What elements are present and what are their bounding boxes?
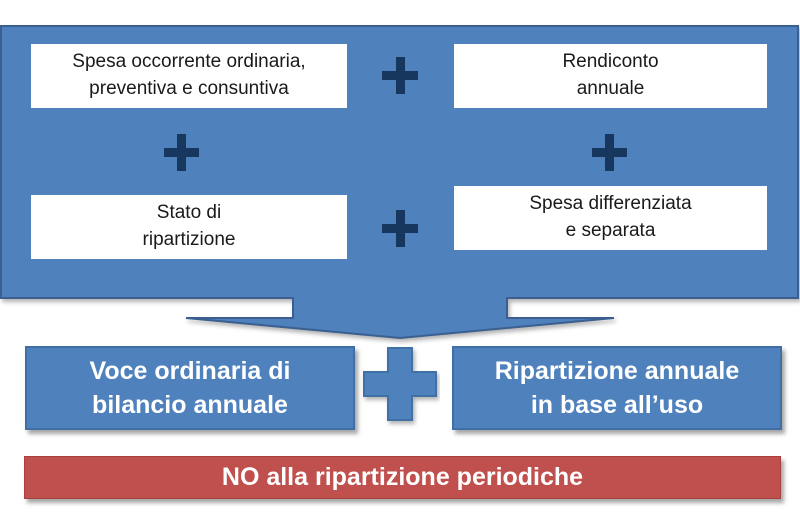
box-spesa-differenziata: Spesa differenziata e separata	[454, 186, 767, 250]
banner-no-ripartizione: NO alla ripartizione periodiche	[24, 456, 781, 499]
plus-icons-dark	[164, 57, 627, 247]
plus-icon	[363, 347, 437, 421]
box-voce-ordinaria: Voce ordinaria di bilancio annuale	[25, 346, 355, 430]
plus-icon	[164, 134, 199, 171]
plus-icon	[592, 134, 627, 171]
plus-icon	[382, 210, 418, 247]
box-rendiconto-annuale: Rendiconto annuale	[454, 44, 767, 108]
box-spesa-occorrente: Spesa occorrente ordinaria, preventiva e…	[31, 44, 347, 108]
box-stato-ripartizione: Stato di ripartizione	[31, 195, 347, 259]
box-ripartizione-annuale: Ripartizione annuale in base all’uso	[452, 346, 782, 430]
plus-icon	[382, 57, 418, 94]
